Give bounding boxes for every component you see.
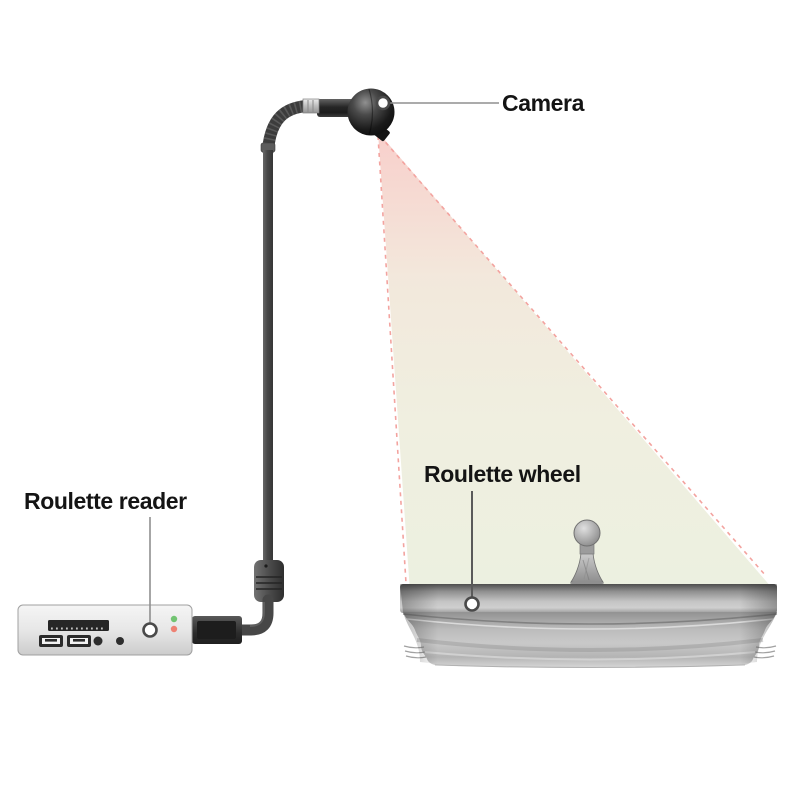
- camera-callout-dot: [375, 95, 391, 111]
- camera-label: Camera: [502, 90, 584, 116]
- turret-ball: [573, 519, 601, 547]
- wheel-right-shade: [740, 584, 777, 664]
- usb-port-1: [39, 635, 63, 647]
- roulette-wheel-label: Roulette wheel: [424, 461, 581, 487]
- gooseneck-cable: [262, 100, 312, 156]
- camera-ferrule: [302, 98, 320, 114]
- roulette-reader-callout-dot: [142, 622, 158, 638]
- gooseneck-ribs: [262, 100, 307, 151]
- camera-view-cone: [377, 132, 772, 592]
- roulette-reader-device: [17, 604, 242, 656]
- roulette-reader-label: Roulette reader: [24, 488, 187, 514]
- usb-port-2: [67, 635, 91, 647]
- camera-arm: [317, 99, 354, 117]
- turret-flute-line: [583, 557, 590, 580]
- status-led-red: [170, 625, 178, 633]
- cable: [232, 100, 312, 636]
- camera-ball-seam: [368, 88, 374, 136]
- lower-cable-bend: [232, 594, 274, 636]
- ferrite-bead: [254, 560, 284, 602]
- small-jack-1: [93, 636, 103, 646]
- callouts: [142, 95, 499, 638]
- lower-cable-highlight: [249, 602, 265, 627]
- card-slot: [48, 620, 109, 631]
- roulette-wheel-illustration: [400, 519, 778, 668]
- wheel-left-shade: [400, 584, 438, 664]
- small-jack-2: [116, 637, 124, 645]
- cable-connector-inner: [197, 621, 236, 639]
- roulette-wheel-callout-dot: [464, 596, 480, 612]
- status-led-green: [170, 615, 178, 623]
- view-cone-left-dashed-edge: [377, 135, 407, 584]
- view-cone-right-dashed-edge: [379, 135, 767, 577]
- wheel-rim: [400, 584, 777, 613]
